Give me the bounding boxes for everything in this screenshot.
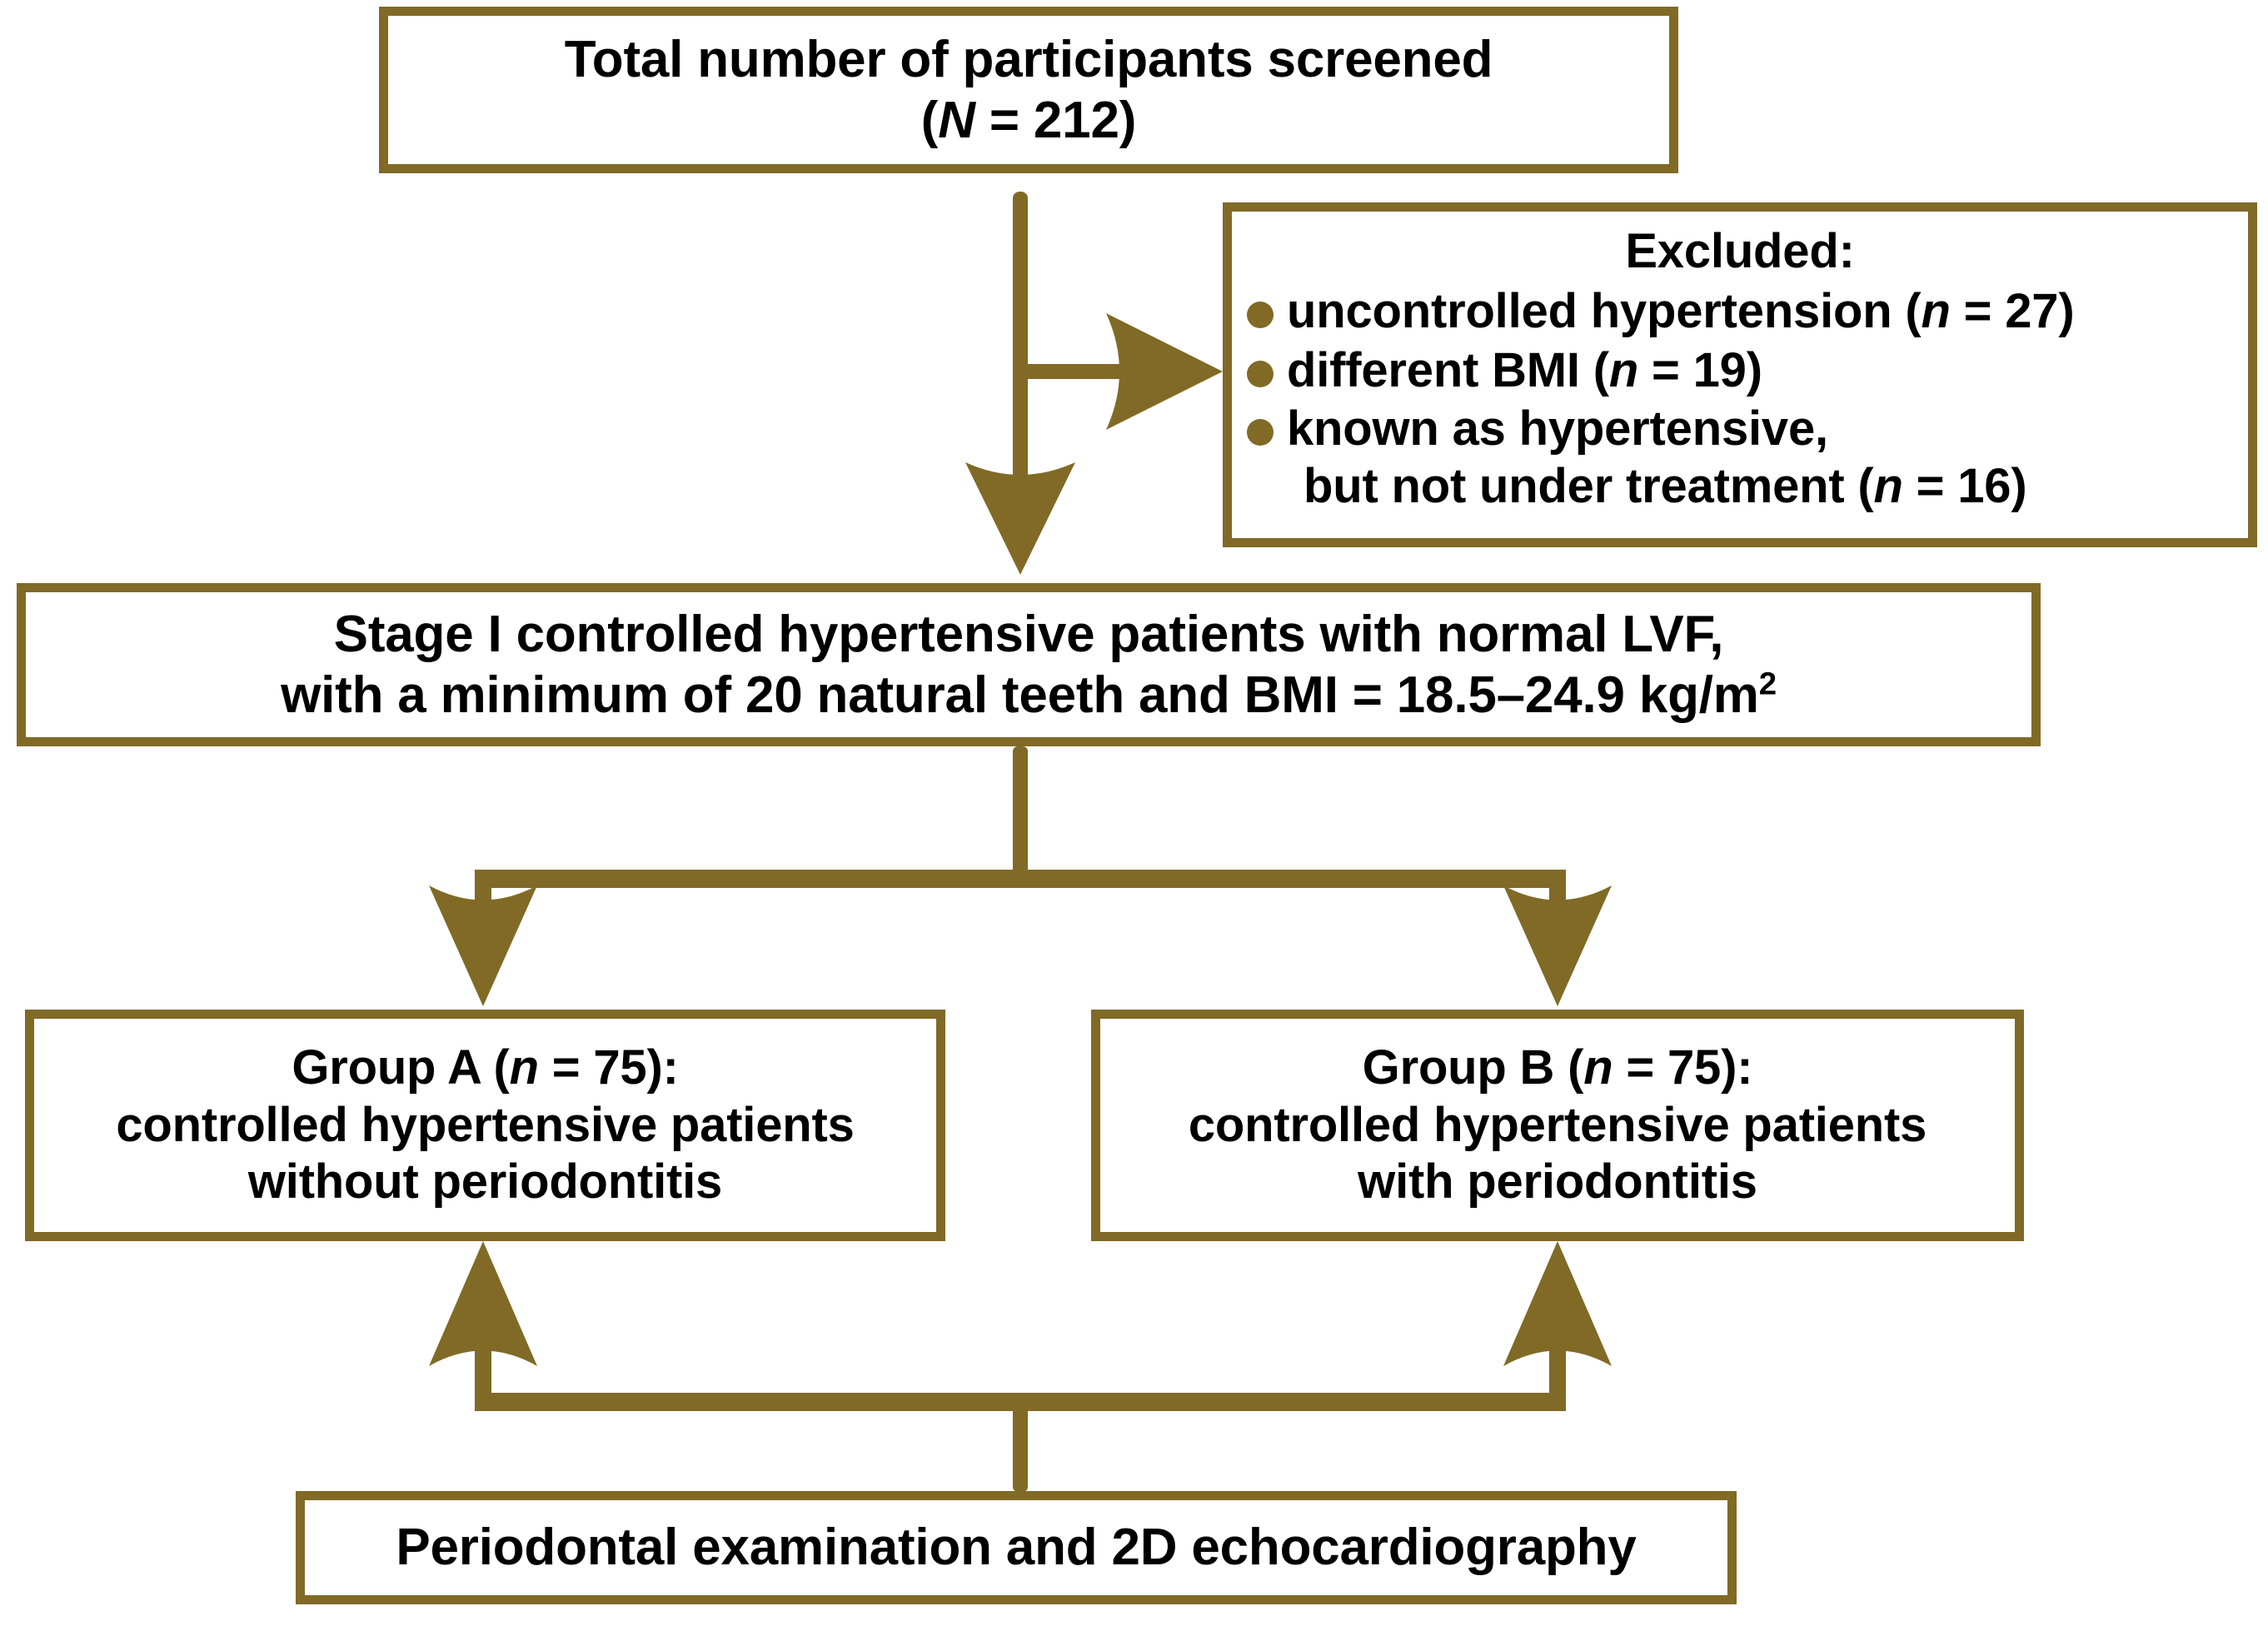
bullet-dot-icon bbox=[1247, 419, 1274, 446]
excluded-item-n-value: = 27) bbox=[1950, 284, 2075, 339]
group-b-n-symbol: n bbox=[1583, 1040, 1613, 1095]
screened-line-2: (N = 212) bbox=[400, 90, 1657, 151]
excluded-item-n-symbol: n bbox=[1608, 342, 1639, 397]
stage-line-1: Stage I controlled hypertensive patients… bbox=[333, 605, 1724, 663]
group-a-line-2: controlled hypertensive patients bbox=[116, 1097, 855, 1152]
box-group-b: Group B (n = 75): controlled hypertensiv… bbox=[1091, 1010, 2024, 1241]
connector-screened-to-stage bbox=[965, 192, 1075, 575]
excluded-item: known as hypertensive,but not under trea… bbox=[1247, 401, 2233, 515]
group-b-line-3: with periodontitis bbox=[1358, 1155, 1757, 1210]
stage-line-2: with a minimum of 20 natural teeth and B… bbox=[37, 665, 2020, 726]
group-a-n-value: = 75): bbox=[538, 1040, 679, 1095]
arrowhead-group-b bbox=[1503, 885, 1612, 1006]
group-a-n-symbol: n bbox=[509, 1040, 539, 1095]
excluded-item-n-symbol: n bbox=[1921, 284, 1951, 339]
excluded-reason-list: uncontrolled hypertension (n = 27) diffe… bbox=[1247, 283, 2233, 515]
screened-n-symbol: N bbox=[938, 92, 975, 149]
bullet-dot-icon bbox=[1247, 302, 1274, 329]
stage-line-2-text: with a minimum of 20 natural teeth and B… bbox=[281, 666, 1759, 724]
group-b-label: Group B ( bbox=[1362, 1040, 1584, 1095]
screened-n-value: = 212) bbox=[974, 92, 1137, 149]
group-a-line-3: without periodontitis bbox=[247, 1155, 723, 1210]
excluded-item: uncontrolled hypertension (n = 27) bbox=[1247, 283, 2233, 340]
box-group-a: Group A (n = 75): controlled hypertensiv… bbox=[25, 1010, 945, 1241]
box-stage-i-eligible: Stage I controlled hypertensive patients… bbox=[17, 583, 2041, 746]
arrowhead-up-group-b bbox=[1503, 1241, 1612, 1366]
box-periodontal-exam: Periodontal examination and 2D echocardi… bbox=[296, 1491, 1737, 1604]
excluded-item-text: different BMI (n = 19) bbox=[1287, 342, 1762, 399]
group-b-line-2: controlled hypertensive patients bbox=[1188, 1097, 1927, 1152]
screened-paren-open: ( bbox=[920, 92, 939, 149]
excluded-item-text: known as hypertensive,but not under trea… bbox=[1287, 401, 2027, 515]
bullet-dot-icon bbox=[1247, 360, 1274, 387]
excluded-item: different BMI (n = 19) bbox=[1247, 342, 2233, 399]
excluded-item-label: different BMI ( bbox=[1287, 342, 1609, 397]
excluded-item-label-cont: but not under treatment ( bbox=[1303, 458, 1874, 513]
excluded-title: Excluded: bbox=[1625, 224, 1855, 278]
screened-line-1: Total number of participants screened bbox=[564, 30, 1493, 88]
excluded-item-text: uncontrolled hypertension (n = 27) bbox=[1287, 283, 2075, 340]
group-a-heading: Group A (n = 75): bbox=[46, 1040, 925, 1096]
connector-screened-to-excluded bbox=[1020, 313, 1223, 430]
box-excluded: Excluded: uncontrolled hypertension (n =… bbox=[1223, 202, 2257, 547]
connector-exam-to-groups bbox=[429, 1241, 1612, 1492]
box-total-screened: Total number of participants screened (N… bbox=[379, 7, 1678, 173]
group-b-heading: Group B (n = 75): bbox=[1112, 1040, 2003, 1096]
excluded-item-n-value: = 16) bbox=[1902, 458, 2027, 513]
excluded-item-n-symbol: n bbox=[1873, 458, 1903, 513]
excluded-item-n-value: = 19) bbox=[1638, 342, 1762, 397]
group-a-label: Group A ( bbox=[292, 1040, 510, 1095]
arrowhead-group-a bbox=[429, 885, 537, 1006]
group-b-n-value: = 75): bbox=[1613, 1040, 1753, 1095]
excluded-item-second-line: but not under treatment (n = 16) bbox=[1287, 458, 2027, 515]
exam-line-1: Periodontal examination and 2D echocardi… bbox=[396, 1519, 1637, 1577]
excluded-item-label: uncontrolled hypertension ( bbox=[1287, 284, 1922, 339]
stage-superscript-2: 2 bbox=[1758, 666, 1777, 702]
connector-stage-to-groups bbox=[429, 746, 1612, 1006]
excluded-item-label: known as hypertensive, bbox=[1287, 402, 1828, 456]
arrowhead-up-group-a bbox=[429, 1241, 537, 1366]
